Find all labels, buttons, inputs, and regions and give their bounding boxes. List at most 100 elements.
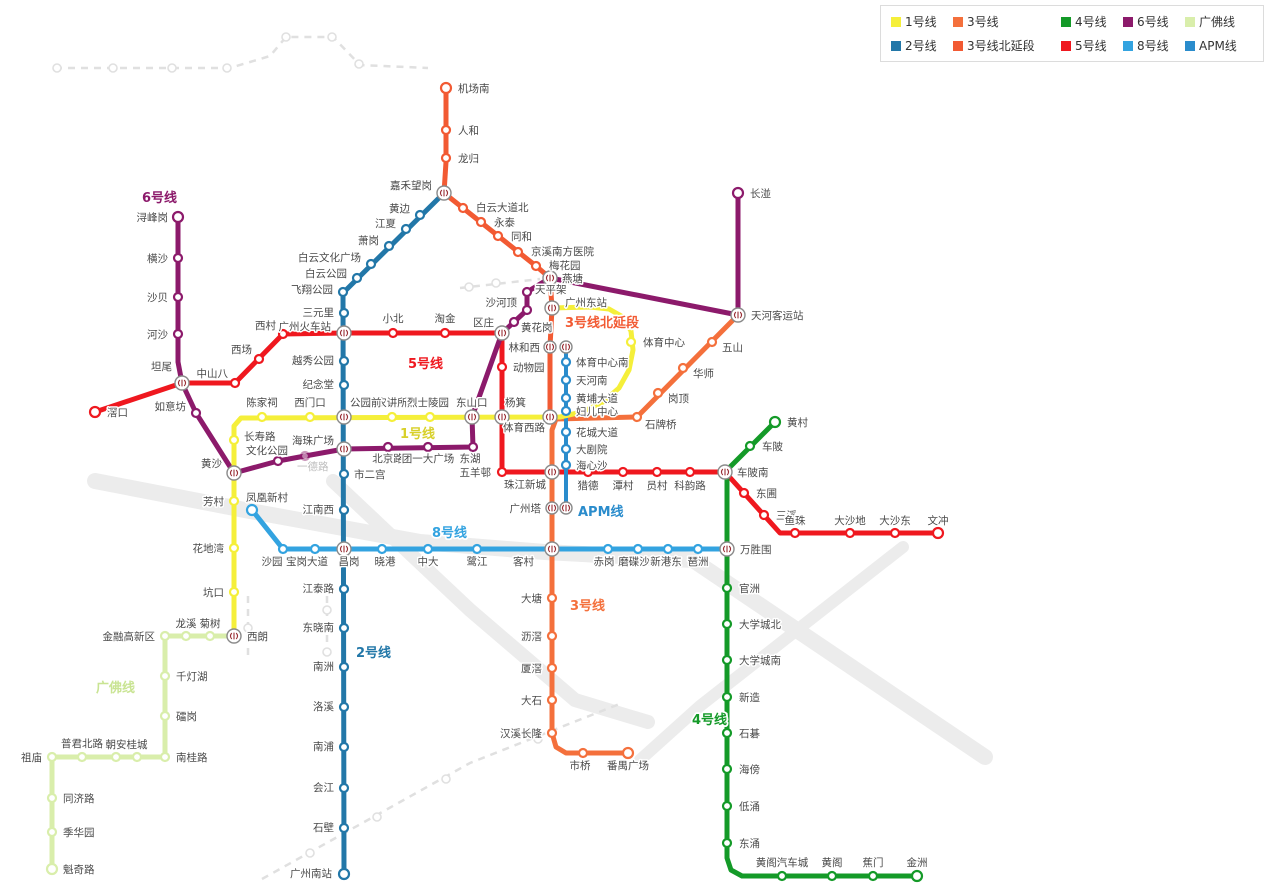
- station-dot[interactable]: [309, 543, 321, 555]
- station-dot[interactable]: [45, 862, 59, 876]
- station-dot[interactable]: [46, 826, 58, 838]
- station-dot[interactable]: [338, 355, 350, 367]
- station-dot[interactable]: [631, 411, 643, 423]
- station-dot[interactable]: [338, 583, 350, 595]
- station-dot[interactable]: [159, 751, 171, 763]
- station-dot[interactable]: [338, 379, 350, 391]
- station-dot[interactable]: [721, 618, 733, 630]
- station-dot[interactable]: [721, 800, 733, 812]
- station-dot[interactable]: [651, 466, 663, 478]
- station-dot[interactable]: [560, 459, 572, 471]
- station-dot[interactable]: [496, 466, 508, 478]
- station-dot[interactable]: [577, 747, 589, 759]
- station-dot[interactable]: [204, 630, 216, 642]
- station-dot[interactable]: [471, 543, 483, 555]
- station-dot[interactable]: [475, 216, 487, 228]
- station-dot[interactable]: [400, 223, 412, 235]
- station-dot[interactable]: [931, 526, 945, 540]
- station-dot[interactable]: [617, 466, 629, 478]
- station-dot[interactable]: [338, 741, 350, 753]
- station-dot[interactable]: [826, 870, 838, 882]
- station-dot[interactable]: [632, 543, 644, 555]
- station-dot[interactable]: [492, 230, 504, 242]
- station-dot[interactable]: [46, 751, 58, 763]
- station-dot[interactable]: [721, 763, 733, 775]
- station-dot[interactable]: [424, 411, 436, 423]
- station-dot[interactable]: [867, 870, 879, 882]
- station-dot[interactable]: [337, 286, 349, 298]
- station-dot[interactable]: [738, 487, 750, 499]
- station-dot[interactable]: [228, 495, 240, 507]
- station-dot[interactable]: [889, 527, 901, 539]
- station-dot[interactable]: [602, 543, 614, 555]
- station-dot[interactable]: [229, 377, 241, 389]
- station-dot[interactable]: [560, 356, 572, 368]
- station-dot[interactable]: [277, 328, 289, 340]
- station-dot[interactable]: [530, 260, 542, 272]
- station-dot[interactable]: [560, 374, 572, 386]
- station-dot[interactable]: [386, 411, 398, 423]
- station-dot[interactable]: [88, 405, 102, 419]
- station-dot[interactable]: [159, 670, 171, 682]
- station-dot[interactable]: [546, 694, 558, 706]
- station-dot[interactable]: [560, 392, 572, 404]
- station-dot[interactable]: [582, 466, 594, 478]
- station-dot[interactable]: [414, 209, 426, 221]
- station-dot[interactable]: [338, 661, 350, 673]
- station-dot[interactable]: [439, 327, 451, 339]
- station-dot[interactable]: [440, 152, 452, 164]
- station-dot[interactable]: [171, 210, 185, 224]
- station-dot[interactable]: [546, 592, 558, 604]
- station-dot[interactable]: [721, 582, 733, 594]
- station-dot[interactable]: [338, 307, 350, 319]
- station-dot[interactable]: [768, 415, 782, 429]
- station-dot[interactable]: [190, 407, 202, 419]
- station-dot[interactable]: [662, 543, 674, 555]
- station-dot[interactable]: [467, 441, 479, 453]
- station-dot[interactable]: [546, 662, 558, 674]
- station-dot[interactable]: [338, 504, 350, 516]
- station-dot[interactable]: [706, 336, 718, 348]
- station-dot[interactable]: [512, 246, 524, 258]
- station-dot[interactable]: [621, 746, 635, 760]
- station-dot[interactable]: [457, 202, 469, 214]
- station-dot[interactable]: [625, 336, 637, 348]
- station-dot[interactable]: [721, 837, 733, 849]
- station-dot[interactable]: [365, 258, 377, 270]
- station-dot[interactable]: [304, 411, 316, 423]
- station-dot[interactable]: [382, 441, 394, 453]
- station-dot[interactable]: [46, 792, 58, 804]
- station-dot[interactable]: [677, 362, 689, 374]
- station-dot[interactable]: [684, 466, 696, 478]
- station-dot[interactable]: [521, 304, 533, 316]
- station-dot[interactable]: [387, 327, 399, 339]
- station-dot[interactable]: [159, 710, 171, 722]
- station-dot[interactable]: [172, 252, 184, 264]
- station-dot[interactable]: [245, 503, 259, 517]
- station-dot[interactable]: [256, 411, 268, 423]
- station-dot[interactable]: [337, 867, 351, 881]
- station-dot[interactable]: [440, 124, 452, 136]
- station-dot[interactable]: [172, 328, 184, 340]
- station-dot[interactable]: [721, 691, 733, 703]
- station-dot[interactable]: [521, 286, 533, 298]
- station-dot[interactable]: [652, 387, 664, 399]
- station-dot[interactable]: [721, 654, 733, 666]
- station-dot[interactable]: [546, 727, 558, 739]
- station-dot[interactable]: [422, 441, 434, 453]
- station-dot[interactable]: [439, 81, 453, 95]
- station-dot[interactable]: [560, 443, 572, 455]
- station-dot[interactable]: [228, 586, 240, 598]
- station-dot[interactable]: [172, 291, 184, 303]
- station-dot[interactable]: [844, 527, 856, 539]
- station-dot[interactable]: [159, 630, 171, 642]
- station-dot[interactable]: [277, 543, 289, 555]
- station-dot[interactable]: [496, 361, 508, 373]
- station-dot[interactable]: [508, 316, 520, 328]
- station-dot[interactable]: [76, 751, 88, 763]
- station-dot[interactable]: [180, 630, 192, 642]
- station-dot[interactable]: [338, 622, 350, 634]
- station-dot[interactable]: [383, 240, 395, 252]
- station-dot[interactable]: [338, 822, 350, 834]
- station-dot[interactable]: [228, 542, 240, 554]
